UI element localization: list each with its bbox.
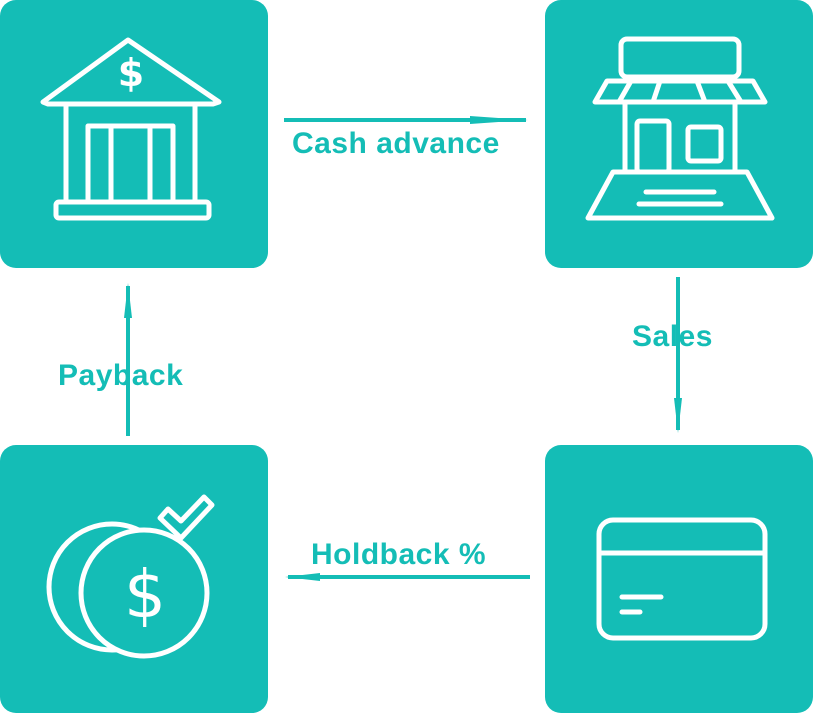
- cash-advance-label: Cash advance: [292, 127, 500, 160]
- arrow-holdback: [285, 573, 530, 581]
- bank-icon: $: [40, 37, 222, 221]
- credit-card-icon: [596, 517, 768, 641]
- arrow-cash-advance: [284, 116, 528, 124]
- arrow-sales: [674, 277, 682, 433]
- payback-label: Payback: [58, 359, 184, 392]
- store-tile: [545, 0, 813, 268]
- storefront-icon: [585, 36, 775, 221]
- holdback-label: Holdback %: [311, 538, 487, 571]
- card-tile: [545, 445, 813, 713]
- coins-tile: $: [0, 445, 268, 713]
- bank-tile: $: [0, 0, 268, 268]
- coins-check-icon: $: [46, 494, 215, 659]
- coin-dollar-sign: $: [124, 556, 166, 633]
- bank-dollar-sign: $: [118, 51, 144, 95]
- sales-label: Sales: [632, 320, 713, 353]
